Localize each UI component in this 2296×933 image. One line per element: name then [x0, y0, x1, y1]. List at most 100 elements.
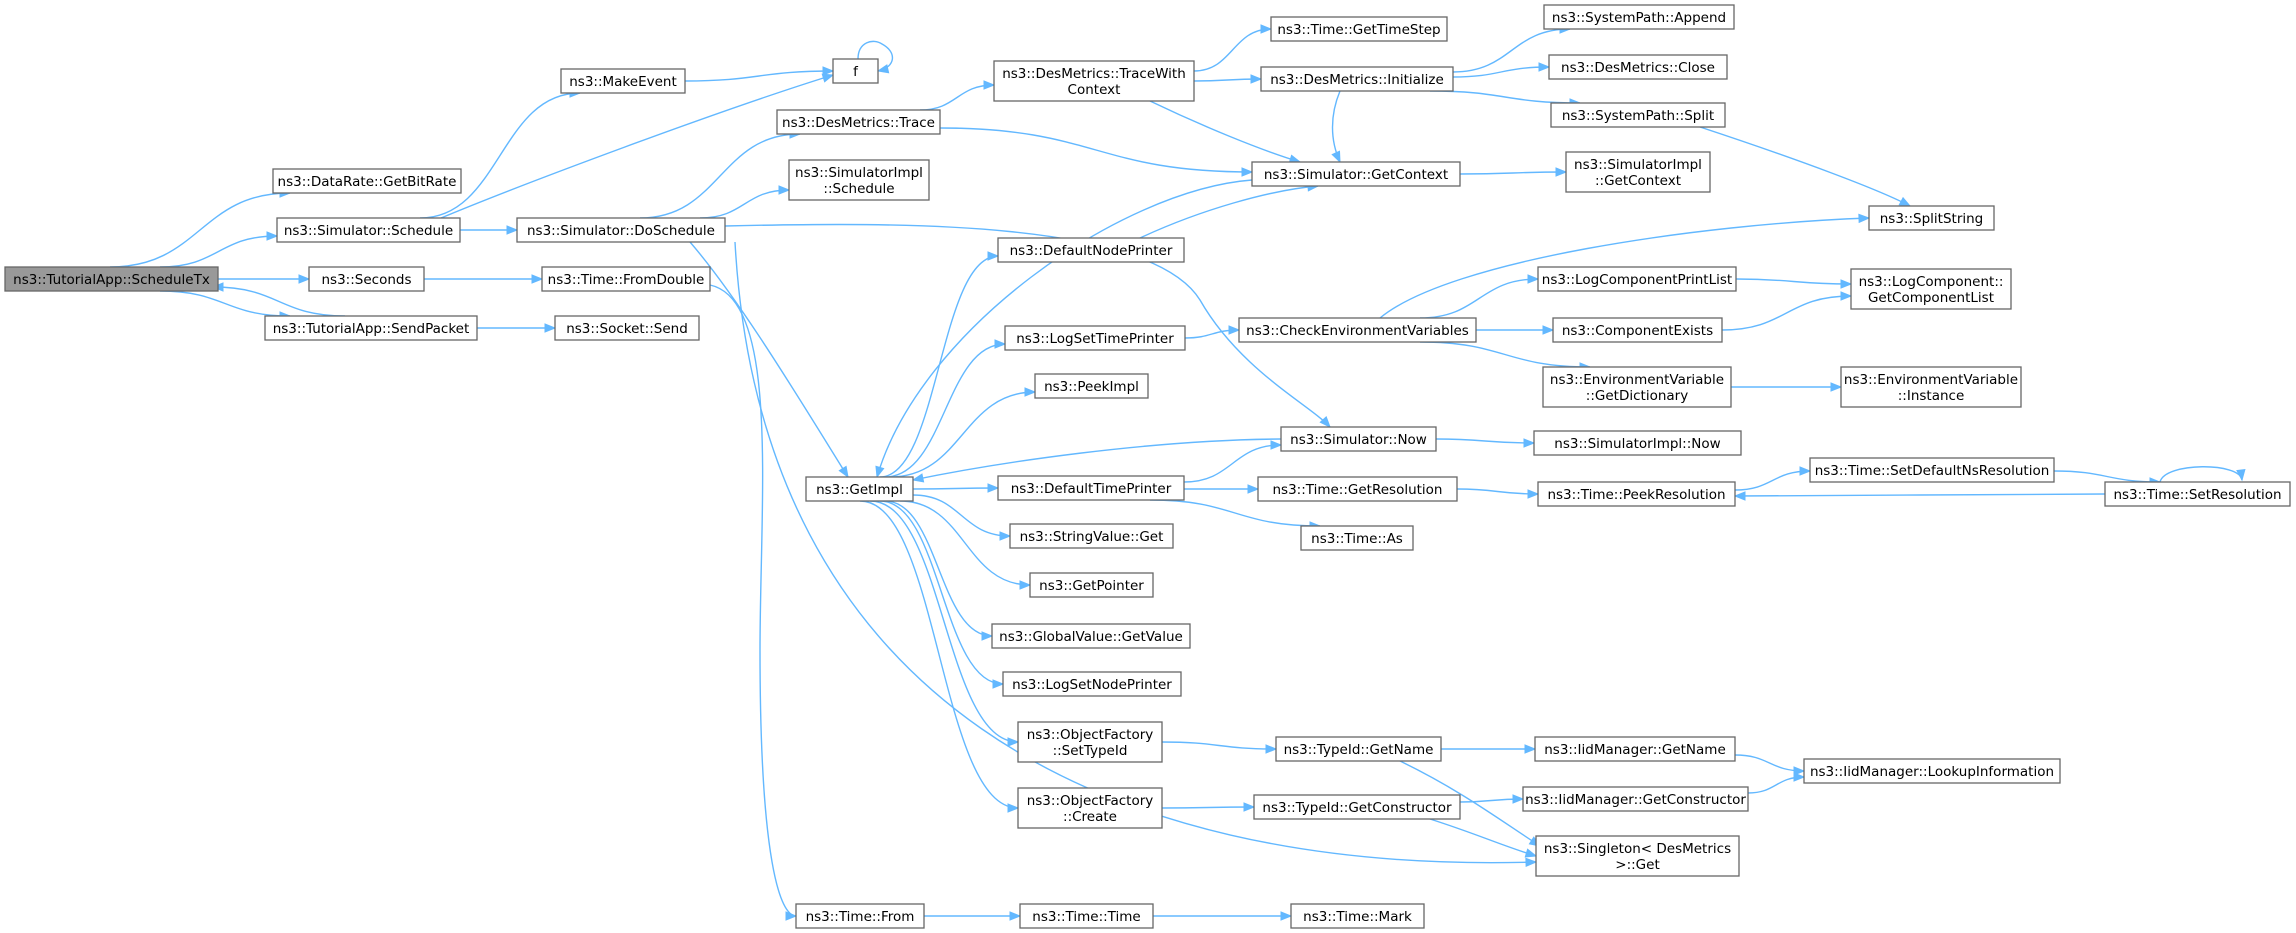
node-envgetdict[interactable]: ns3::EnvironmentVariable::GetDictionary — [1542, 366, 1732, 408]
node-spsplit[interactable]: ns3::SystemPath::Split — [1550, 102, 1726, 128]
node-box — [560, 68, 686, 94]
node-compexists[interactable]: ns3::ComponentExists — [1552, 317, 1723, 343]
edge-getimpl-to-getpointer — [899, 500, 1031, 586]
node-logsettime[interactable]: ns3::LogSetTimePrinter — [1004, 325, 1186, 351]
node-label: ns3::GetPointer — [1039, 578, 1144, 594]
node-iidlookup[interactable]: ns3::IidManager::LookupInformation — [1803, 758, 2061, 784]
node-deftimeprinter[interactable]: ns3::DefaultTimePrinter — [997, 475, 1185, 501]
edge-getimpl-to-ofcreate — [859, 500, 1019, 809]
node-label: ns3::CheckEnvironmentVariables — [1246, 323, 1469, 339]
node-simnow[interactable]: ns3::Simulator::Now — [1280, 426, 1437, 452]
node-peekres[interactable]: ns3::Time::PeekResolution — [1537, 481, 1736, 507]
node-spappend[interactable]: ns3::SystemPath::Append — [1543, 4, 1735, 30]
node-strget[interactable]: ns3::StringValue::Get — [1009, 523, 1174, 549]
node-checkenv[interactable]: ns3::CheckEnvironmentVariables — [1238, 317, 1477, 343]
node-label: ns3::LogComponent:: — [1859, 274, 2004, 290]
node-timemark[interactable]: ns3::Time::Mark — [1290, 903, 1425, 929]
node-iidgetname[interactable]: ns3::IidManager::GetName — [1534, 736, 1736, 762]
edge-timetime-to-timemark-arrowhead — [1280, 911, 1293, 921]
node-label: ns3::SplitString — [1880, 211, 1984, 227]
node-box — [1548, 54, 1728, 80]
node-box — [776, 109, 941, 135]
node-setdefns[interactable]: ns3::Time::SetDefaultNsResolution — [1809, 457, 2055, 483]
node-label: ns3::Time::Time — [1032, 909, 1140, 925]
edge-getimpl-to-logsetnode-arrowhead — [992, 679, 1005, 689]
node-dmtrace[interactable]: ns3::DesMetrics::Trace — [776, 109, 941, 135]
node-dminit[interactable]: ns3::DesMetrics::Initialize — [1260, 66, 1454, 92]
node-box — [1251, 161, 1461, 187]
node-box — [991, 623, 1191, 649]
edge-schedtx-to-sendpacket — [159, 290, 291, 317]
node-peekimpl[interactable]: ns3::PeekImpl — [1034, 373, 1149, 399]
node-dmclose[interactable]: ns3::DesMetrics::Close — [1548, 54, 1728, 80]
edge-getimpl-to-strget — [912, 494, 1011, 537]
node-getpointer[interactable]: ns3::GetPointer — [1029, 572, 1154, 598]
node-label: ns3::GlobalValue::GetValue — [999, 629, 1183, 645]
node-getbitrate[interactable]: ns3::DataRate::GetBitRate — [272, 168, 462, 194]
node-tidgetctor[interactable]: ns3::TypeId::GetConstructor — [1253, 794, 1461, 820]
node-singleton[interactable]: ns3::Singleton< DesMetrics >::Get — [1535, 835, 1740, 877]
edge-dmtracectx-to-simgetctx — [1149, 100, 1301, 163]
node-box — [308, 266, 425, 292]
edge-getimpl-to-ofsettypeid — [869, 500, 1019, 743]
node-box — [832, 58, 879, 84]
edge-getimpl-to-deftimeprinter-arrowhead — [987, 483, 1000, 493]
node-box — [1280, 426, 1437, 452]
node-simimplnow[interactable]: ns3::SimulatorImpl::Now — [1533, 430, 1742, 456]
node-iidgetctor[interactable]: ns3::IidManager::GetConstructor — [1522, 786, 1749, 812]
node-dosched[interactable]: ns3::Simulator::DoSchedule — [516, 217, 726, 243]
node-schedtx[interactable]: ns3::TutorialApp::ScheduleTx — [4, 266, 219, 292]
node-lcgetlist[interactable]: ns3::LogComponent::GetComponentList — [1850, 268, 2012, 310]
node-box — [1550, 102, 1726, 128]
edge-checkenv-to-splitstring-arrowhead — [1858, 213, 1871, 224]
node-label: ns3::Simulator::Schedule — [284, 223, 453, 239]
node-sendpacket[interactable]: ns3::TutorialApp::SendPacket — [264, 315, 478, 341]
node-box — [1533, 430, 1742, 456]
node-defnodeprinter[interactable]: ns3::DefaultNodePrinter — [997, 237, 1185, 263]
node-logsetnode[interactable]: ns3::LogSetNodePrinter — [1002, 671, 1182, 697]
node-label: f — [853, 64, 859, 80]
node-label: ns3::LogComponentPrintList — [1542, 272, 1732, 288]
node-f[interactable]: f — [832, 58, 879, 84]
node-label: ns3::ObjectFactory — [1027, 793, 1154, 809]
edge-checkenv-to-logcompprint-arrowhead — [1527, 274, 1540, 284]
node-setres[interactable]: ns3::Time::SetResolution — [2104, 481, 2291, 507]
node-simsched[interactable]: ns3::Simulator::Schedule — [276, 217, 461, 243]
node-label: ns3::DataRate::GetBitRate — [278, 174, 457, 190]
edge-iidgetname-to-iidlookup-arrowhead — [1793, 766, 1806, 776]
node-logcompprint[interactable]: ns3::LogComponentPrintList — [1537, 266, 1737, 292]
node-label: ns3::TypeId::GetName — [1284, 742, 1434, 758]
node-timeas[interactable]: ns3::Time::As — [1300, 525, 1414, 551]
node-ofsettypeid[interactable]: ns3::ObjectFactory::SetTypeId — [1017, 721, 1163, 763]
edge-dminit-to-spsplit — [1429, 90, 1581, 104]
node-box — [993, 60, 1195, 102]
node-simimplgetctx[interactable]: ns3::SimulatorImpl::GetContext — [1565, 151, 1711, 193]
node-ofcreate[interactable]: ns3::ObjectFactory::Create — [1017, 787, 1163, 829]
node-makeevent[interactable]: ns3::MakeEvent — [560, 68, 686, 94]
node-splitstring[interactable]: ns3::SplitString — [1868, 205, 1995, 231]
node-simimplsched[interactable]: ns3::SimulatorImpl::Schedule — [788, 159, 930, 201]
node-label: ns3::Time::From — [806, 909, 915, 925]
node-fromdouble[interactable]: ns3::Time::FromDouble — [541, 266, 711, 292]
node-timefrom[interactable]: ns3::Time::From — [795, 903, 925, 929]
edge-getimpl-to-defnodeprinter — [879, 255, 999, 478]
edge-simgetctx-to-getimpl-arrowhead — [875, 465, 885, 479]
node-gvgetvalue[interactable]: ns3::GlobalValue::GetValue — [991, 623, 1191, 649]
node-timetime[interactable]: ns3::Time::Time — [1019, 903, 1154, 929]
node-box — [997, 237, 1185, 263]
edge-simsched-to-f — [440, 74, 834, 219]
node-label: ns3::TutorialApp::SendPacket — [273, 321, 470, 337]
edge-peekres-to-setdefns-arrowhead — [1799, 466, 1812, 476]
edge-getimpl-to-strget-arrowhead — [999, 531, 1012, 541]
node-envinstance[interactable]: ns3::EnvironmentVariable::Instance — [1840, 366, 2022, 408]
node-gettimestep[interactable]: ns3::Time::GetTimeStep — [1270, 16, 1448, 42]
node-box — [2104, 481, 2291, 507]
node-socksend[interactable]: ns3::Socket::Send — [554, 315, 700, 341]
node-seconds[interactable]: ns3::Seconds — [308, 266, 425, 292]
node-getres[interactable]: ns3::Time::GetResolution — [1257, 476, 1458, 502]
node-getimpl[interactable]: ns3::GetImpl — [805, 476, 914, 502]
node-label: ns3::ObjectFactory — [1027, 727, 1154, 743]
node-tidgetname[interactable]: ns3::TypeId::GetName — [1275, 736, 1442, 762]
node-simgetctx[interactable]: ns3::Simulator::GetContext — [1251, 161, 1461, 187]
